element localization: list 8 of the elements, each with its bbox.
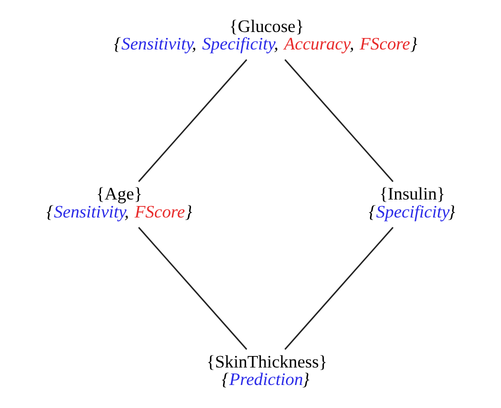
connector xyxy=(138,58,247,182)
node-text: {Age} {Sensitivity, FScore} xyxy=(46,183,192,221)
node-text: {SkinThickness} {Prediction} xyxy=(206,350,327,389)
node-text: {Glucose} {Sensitivity, Specificity, Accuracy, FScore} xyxy=(113,15,417,54)
connector xyxy=(284,58,394,182)
connector xyxy=(284,226,394,350)
node-text: {Insulin} {Specificity} xyxy=(368,183,455,221)
connector xyxy=(138,226,247,350)
